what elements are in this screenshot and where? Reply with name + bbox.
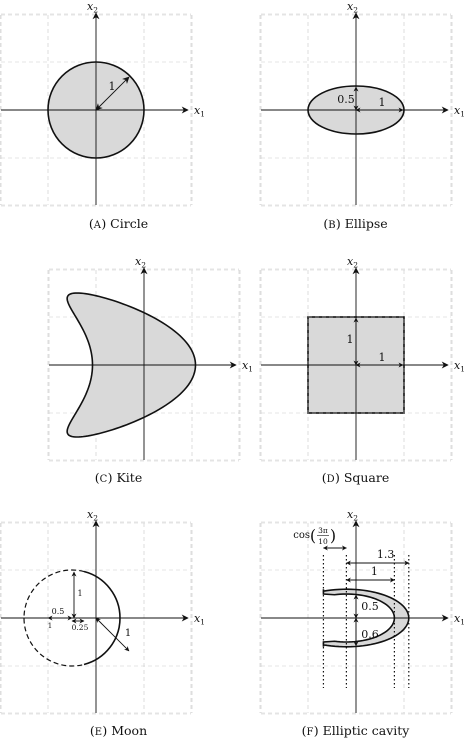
caption-f-tag: F	[306, 727, 314, 738]
outer-minor-label: 0.6	[361, 628, 379, 641]
caption-e: (E) Moon	[89, 723, 148, 738]
caption-e-title: Moon	[111, 723, 148, 738]
moon-offset-label: 0.5	[52, 607, 65, 616]
x2-axis-label: x2	[347, 0, 358, 15]
caption-c-title: Kite	[116, 470, 143, 485]
x1-axis-label: x1	[194, 104, 205, 119]
x2-axis-label: x2	[87, 508, 98, 523]
elliptic-cavity-shape	[322, 588, 410, 648]
x1-axis-label: x1	[454, 359, 465, 374]
x1-axis-label-sub: 1	[460, 618, 465, 627]
radius-label: 1	[109, 80, 116, 93]
x2-axis-label-var: x	[87, 0, 94, 13]
x1-axis-label-var: x	[454, 104, 461, 117]
panel-f-shapes	[322, 588, 410, 648]
x1-axis-label-sub: 1	[200, 618, 205, 627]
x2-axis-label-sub: 2	[353, 261, 358, 270]
x1-axis-label: x1	[454, 612, 465, 627]
x2-axis-label-sub: 2	[141, 261, 146, 270]
x1-axis-label-sub: 1	[200, 110, 205, 119]
moon-radius-diagonal	[95, 617, 130, 652]
caption-f-title: Elliptic cavity	[322, 723, 410, 738]
caption-c-tag: C	[99, 474, 108, 485]
semi-major-label: 1	[379, 96, 386, 109]
x1-axis-label-sub: 1	[460, 110, 465, 119]
x2-axis-label-sub: 2	[353, 6, 358, 15]
x1-axis-label-var: x	[454, 612, 461, 625]
cos-numerator: 3π	[318, 526, 328, 535]
caption-a-title: Circle	[110, 216, 149, 231]
x2-axis-label-var: x	[347, 0, 354, 13]
x2-axis-label-var: x	[87, 508, 94, 521]
radius-arrow	[95, 76, 130, 111]
caption-d-tag: D	[326, 474, 335, 485]
x1-axis-label: x1	[242, 359, 253, 374]
moon-radius-diagonal-label: 1	[125, 628, 131, 639]
caption-d-title: Square	[343, 470, 390, 485]
x1-axis-label-var: x	[242, 359, 249, 372]
x1-axis-label-var: x	[454, 359, 461, 372]
x2-axis-label-sub: 2	[93, 514, 98, 523]
caption-a-tag: A	[93, 220, 102, 231]
x2-axis-label-var: x	[347, 255, 354, 268]
x2-axis-label: x2	[135, 255, 146, 270]
x1-axis-label: x1	[194, 612, 205, 627]
x2-axis-label: x2	[347, 508, 358, 523]
outer-semi-axis-label: 1.3	[377, 548, 395, 561]
moon-dashed-circle	[23, 569, 85, 667]
caption-c: (C) Kite	[94, 470, 143, 485]
cos-func-label: cos	[293, 530, 310, 541]
x1-axis-label-sub: 1	[248, 365, 253, 374]
x1-axis-label: x1	[454, 104, 465, 119]
inner-minor-label: 0.5	[361, 600, 379, 613]
caption-d: (D) Square	[321, 470, 390, 485]
x2-axis-label: x2	[87, 0, 98, 15]
caption-f: (F) Elliptic cavity	[301, 723, 410, 738]
moon-gap-label: 0.25	[72, 623, 89, 632]
x2-axis-label-var: x	[135, 255, 142, 268]
semi-minor-label: 0.5	[337, 93, 355, 106]
x2-axis-label: x2	[347, 255, 358, 270]
cos-paren-close: )	[330, 526, 336, 545]
caption-b-title: Ellipse	[344, 216, 388, 231]
caption-a: (A) Circle	[88, 216, 149, 231]
caption-e-tag: E	[94, 727, 103, 738]
moon-left-radius-label: 1	[48, 622, 52, 630]
x1-axis-label-sub: 1	[460, 365, 465, 374]
x2-axis-label-sub: 2	[93, 6, 98, 15]
half-width-label: 1	[379, 351, 386, 364]
x1-axis-label-var: x	[194, 612, 201, 625]
caption-a-tag-open: (	[88, 216, 94, 231]
inner-semi-axis-label: 1	[371, 565, 378, 578]
x2-axis-label-sub: 2	[353, 514, 358, 523]
cos-paren-open: (	[310, 526, 316, 545]
moon-radius-vertical-label: 1	[77, 589, 82, 598]
caption-b-tag: B	[328, 220, 336, 231]
cos-denominator: 10	[318, 537, 328, 546]
x1-axis-label-var: x	[194, 104, 201, 117]
x2-axis-label-var: x	[347, 508, 354, 521]
caption-b: (B) Ellipse	[323, 216, 388, 231]
half-height-label: 1	[347, 333, 354, 346]
